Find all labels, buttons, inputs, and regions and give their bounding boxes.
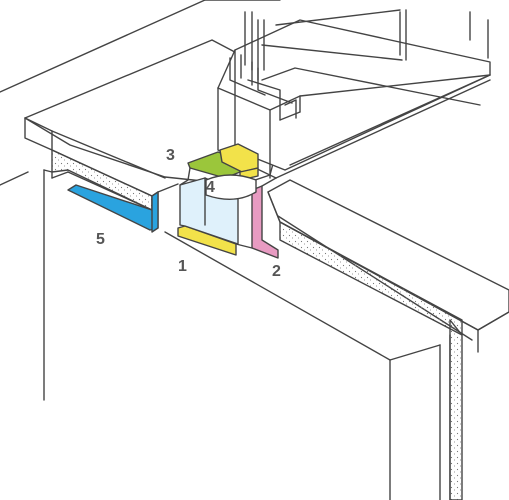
upper-wall: [0, 0, 281, 186]
callout-1: 1: [178, 258, 187, 275]
callout-5: 5: [96, 231, 105, 248]
lower-sill: [267, 179, 509, 353]
callout-2: 2: [272, 263, 281, 280]
sealant-4: [205, 174, 257, 200]
window-frame: [217, 9, 491, 179]
lower-wall: [43, 169, 451, 500]
detail-lines: [157, 177, 277, 249]
blue-tape-5: [67, 184, 159, 233]
callout-3: 3: [166, 147, 175, 164]
callout-4: 4: [206, 179, 215, 196]
